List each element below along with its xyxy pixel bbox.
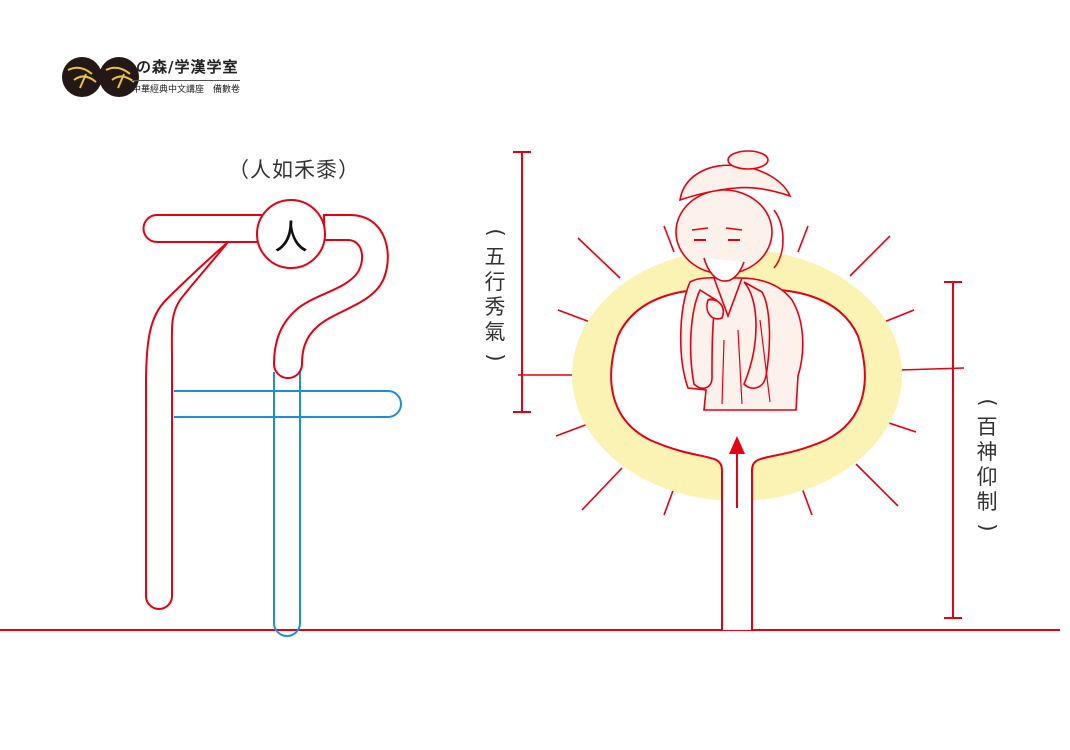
right-label-char-1: 百	[976, 415, 998, 439]
logo-subtitle: 中華經典中文講座 備數卷	[132, 80, 241, 95]
left-vertical-label: ( 五 行 秀 氣 )	[481, 220, 509, 370]
sage-figure	[675, 150, 804, 411]
logo-title: の森/学漢学室	[136, 58, 239, 76]
up-arrow	[729, 436, 745, 508]
logo-emblem	[62, 57, 139, 97]
left-label-char-2: 行	[484, 270, 506, 294]
circle-char: 人	[274, 217, 308, 258]
right-dimension-bar	[944, 281, 962, 619]
left-dimension-bar	[513, 151, 531, 413]
left-label-char-3: 秀	[484, 295, 506, 319]
glyph-blue-vertical	[273, 372, 301, 637]
glyph-red-left-stroke	[142, 214, 263, 610]
light-rays	[518, 225, 965, 516]
glyph-circle-marker	[256, 199, 326, 269]
right-label-char-3: 仰	[976, 465, 998, 489]
left-label-char-4: 氣	[484, 320, 506, 344]
glyph-caption: （人如禾黍）	[228, 158, 360, 182]
right-label-char-2: 神	[976, 440, 998, 464]
right-vertical-label: ( 百 神 仰 制 )	[973, 390, 1001, 540]
glyph-red-hook-stroke	[272, 214, 389, 379]
right-label-char-4: 制	[976, 490, 998, 514]
left-label-char-1: 五	[484, 245, 506, 269]
glyph-blue-crossbar	[174, 390, 402, 418]
